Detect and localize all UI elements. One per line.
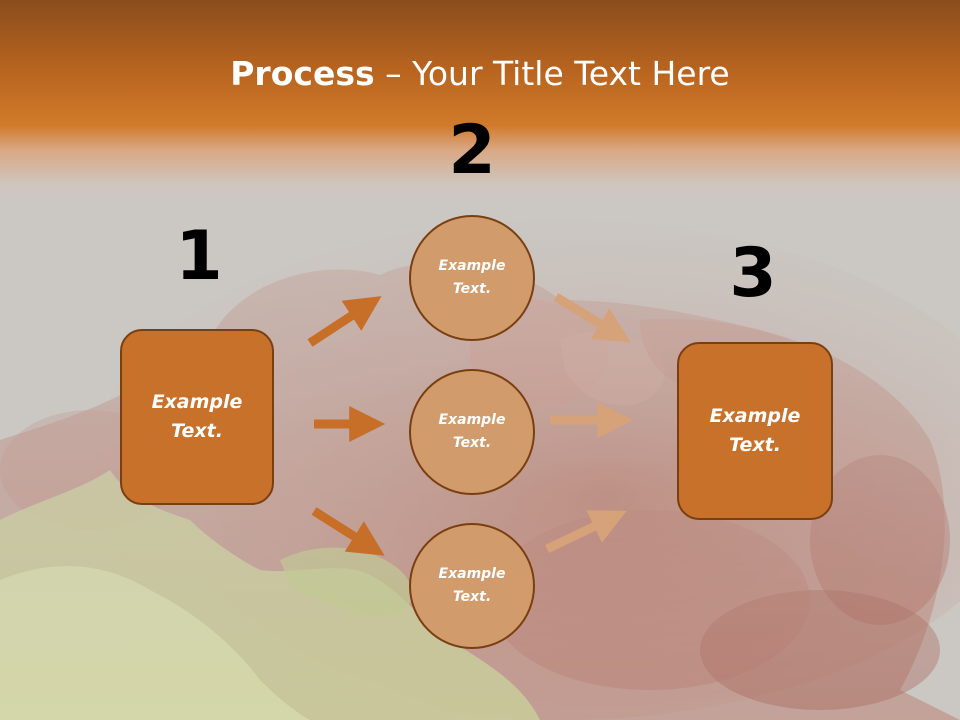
step-number-1: 1 xyxy=(175,217,223,296)
step-2-circle-top-text: Example Text. xyxy=(438,258,506,297)
step-2-circle-bottom-text: Example Text. xyxy=(438,566,506,605)
title-bold-text: Process xyxy=(230,54,375,93)
step-2-circle-middle-text: Example Text. xyxy=(438,412,506,451)
slide-title: Process – Your Title Text Here xyxy=(0,52,960,96)
step-3-box: Example Text. xyxy=(677,342,833,520)
arrow-2c-to-3 xyxy=(545,510,627,554)
header-band xyxy=(0,0,960,200)
step-number-2: 2 xyxy=(448,111,496,190)
title-rest-text: – Your Title Text Here xyxy=(374,54,730,93)
step-2-circle-middle: Example Text. xyxy=(409,369,535,495)
step-1-text: Example Text. xyxy=(151,391,243,442)
arrow-1-to-2c xyxy=(311,507,385,556)
step-number-3: 3 xyxy=(729,234,777,313)
step-2-circle-bottom: Example Text. xyxy=(409,523,535,649)
step-1-box: Example Text. xyxy=(120,329,274,505)
arrow-2a-to-3 xyxy=(553,293,631,343)
step-3-text: Example Text. xyxy=(709,405,801,456)
step-2-circle-top: Example Text. xyxy=(409,215,535,341)
arrow-1-to-2a xyxy=(307,296,382,347)
